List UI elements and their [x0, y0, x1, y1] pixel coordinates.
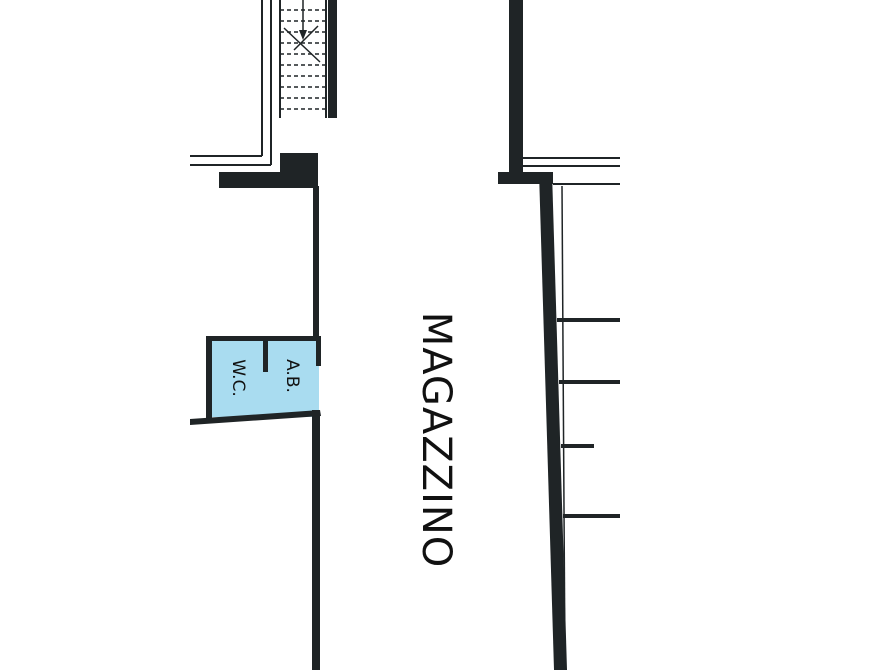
- room-label-wc: W.C.: [228, 359, 248, 397]
- stair-arrow-line: [283, 27, 321, 63]
- room-label-magazzino: MAGAZZINO: [413, 312, 459, 569]
- stair-break-line: [293, 25, 319, 51]
- stair-arrow-head: [299, 30, 307, 40]
- right-side-lines: [523, 157, 620, 670]
- main-walls: [190, 0, 567, 670]
- upper-left-walls: [190, 0, 272, 166]
- staircase: [279, 0, 327, 118]
- room-label-ab: A.B.: [282, 359, 302, 393]
